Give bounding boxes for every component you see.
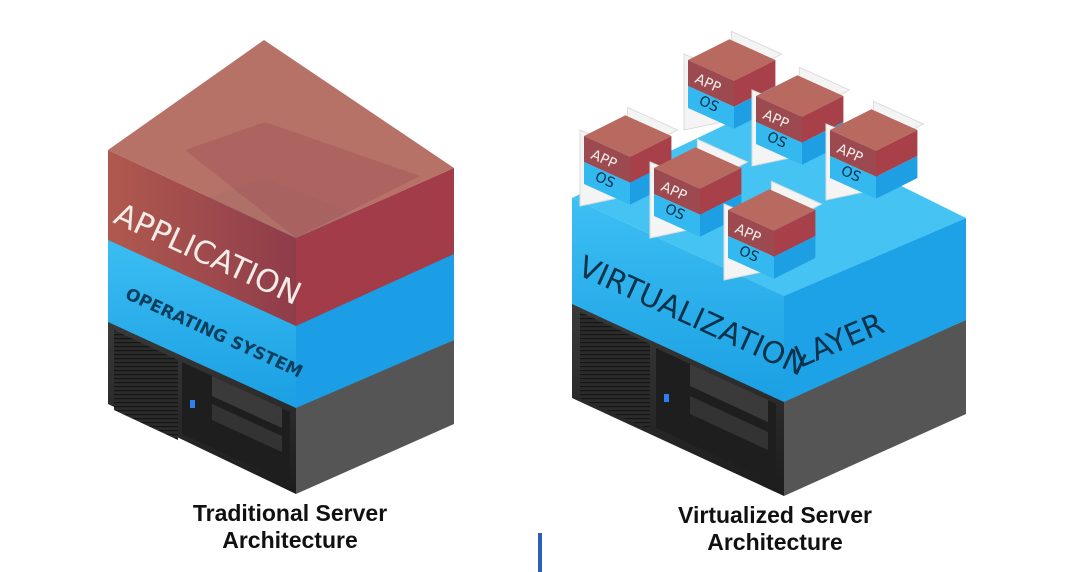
- vm-app-side: [630, 136, 672, 183]
- vm-os-side: [876, 156, 918, 199]
- vm-app-side: [734, 60, 776, 107]
- vm-app-top: [654, 147, 742, 189]
- traditional-caption-line1: Traditional Server: [192, 500, 388, 526]
- vm-os-side: [774, 236, 816, 279]
- traditional-caption-line2: Architecture: [222, 527, 358, 553]
- vm-app-top: [756, 75, 844, 117]
- vm-app-front: [756, 96, 802, 143]
- vm-app-top: [728, 189, 816, 231]
- traditional-caption: Traditional Server Architecture: [160, 500, 420, 554]
- vm-app-front: [728, 210, 774, 257]
- vm-app-side: [876, 130, 918, 177]
- vm-os-front: [756, 122, 802, 165]
- vm-os-label: OS: [696, 93, 721, 116]
- vm-os-label: OS: [838, 163, 863, 186]
- vm-os-side: [700, 194, 742, 237]
- virtualized-stack: VIRTUALIZATION LAYER APPOSAPPOSAPPOSAPPO…: [572, 30, 966, 496]
- vm-app-side: [700, 168, 742, 215]
- vm-os-label: OS: [592, 169, 617, 192]
- virtualized-caption-line1: Virtualized Server: [678, 502, 872, 528]
- vm-app-top: [584, 115, 672, 157]
- vm-os-front: [654, 194, 700, 237]
- vm-app-front: [584, 136, 630, 183]
- vm-app-side: [802, 96, 844, 143]
- application-layer-icon: APPLICATION: [108, 40, 454, 326]
- traditional-stack: OPERATING SYSTEM APPLICATION: [108, 40, 454, 494]
- vm-os-label: OS: [662, 201, 687, 224]
- virtualized-caption-line2: Architecture: [707, 529, 843, 555]
- vm-app-top: [688, 39, 776, 81]
- vm-os-front: [688, 86, 734, 129]
- divider-line: [538, 533, 542, 572]
- vm-app-front: [654, 168, 700, 215]
- vm-os-front: [728, 236, 774, 279]
- vm-app-front: [688, 60, 734, 107]
- vm-os-label: OS: [764, 129, 789, 152]
- vm-os-label: OS: [736, 243, 761, 266]
- vm-os-front: [584, 162, 630, 205]
- vm-app-side: [774, 210, 816, 257]
- vm-app-top: [830, 109, 918, 151]
- virtualized-caption: Virtualized Server Architecture: [640, 502, 910, 556]
- vm-app-front: [830, 130, 876, 177]
- vm-os-front: [830, 156, 876, 199]
